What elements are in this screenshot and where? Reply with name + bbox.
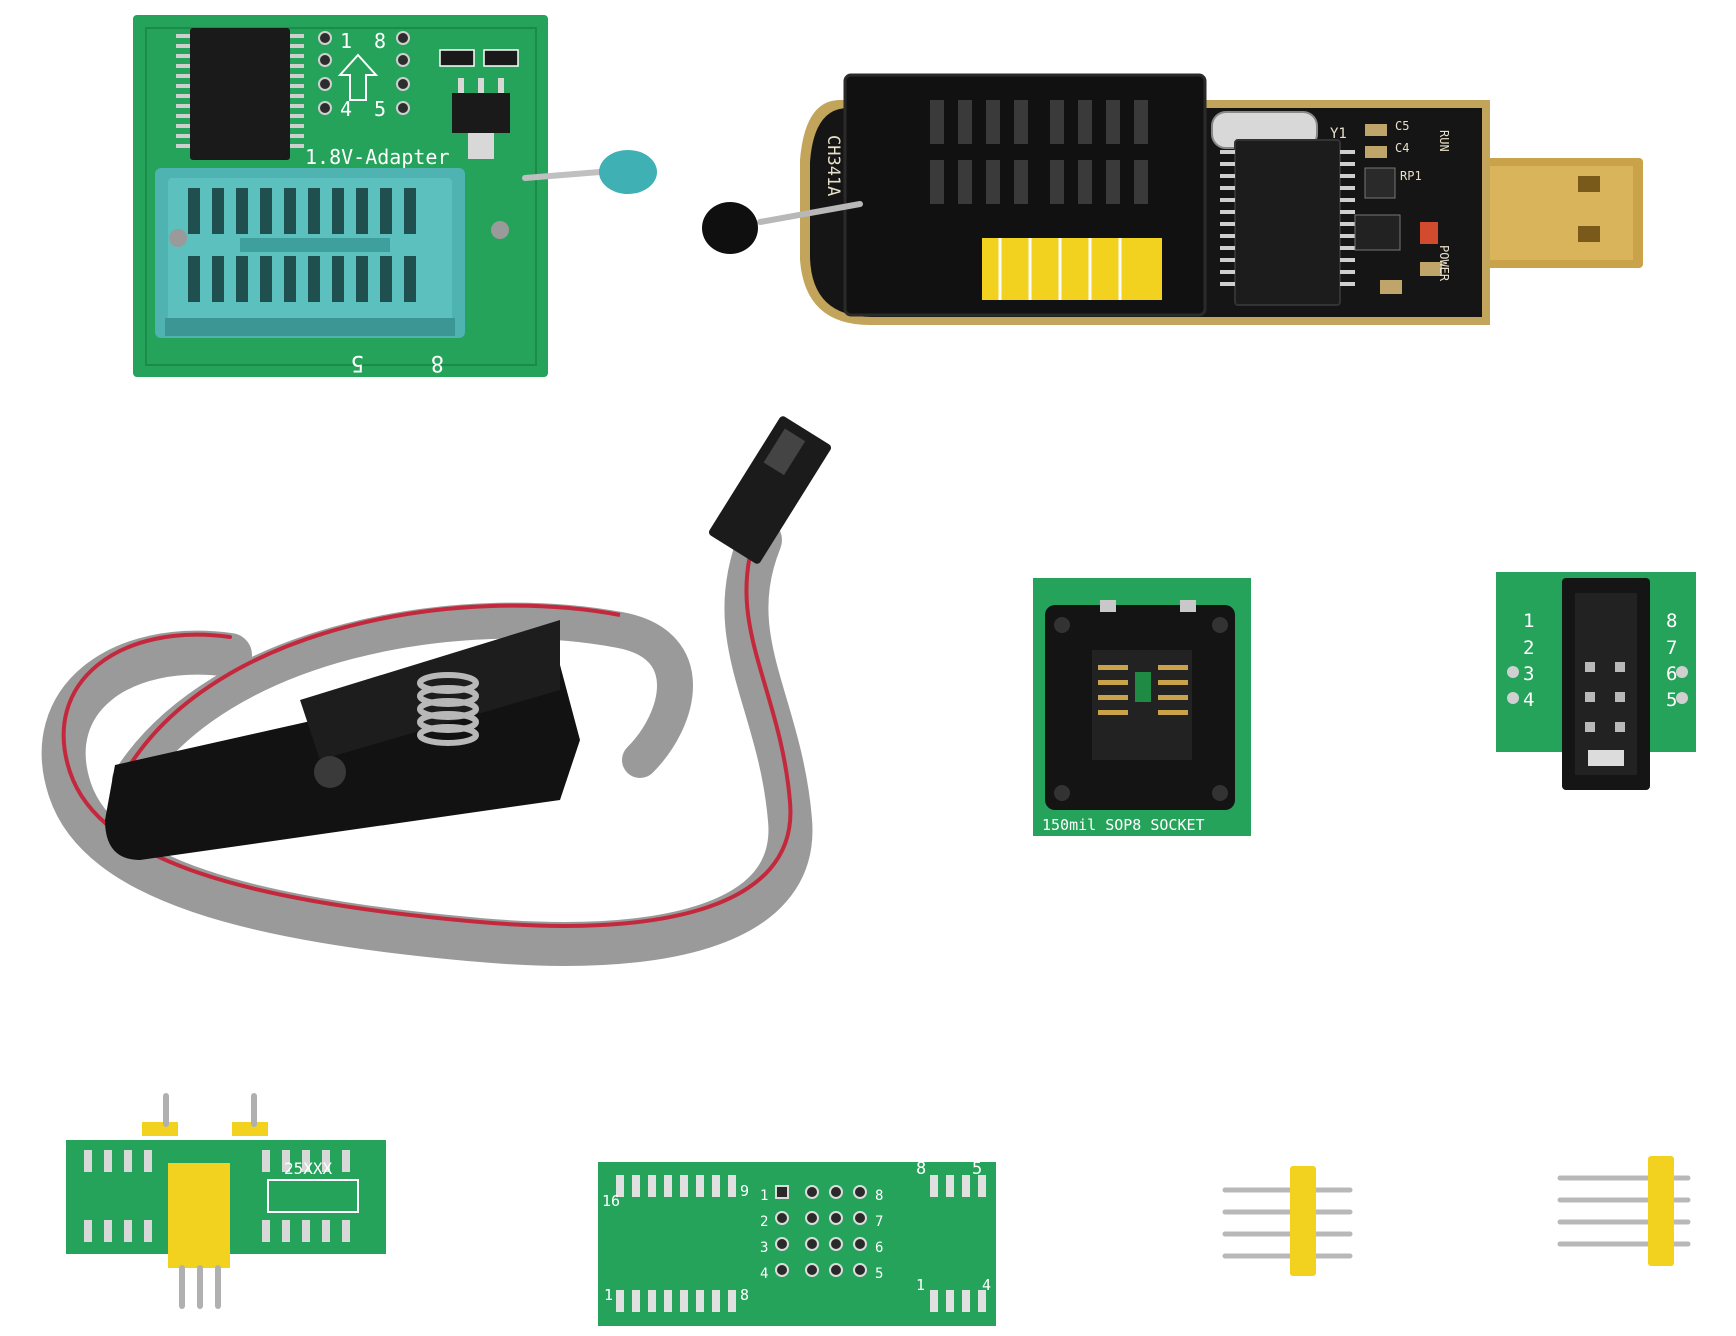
part-label-c5: C5 <box>1395 119 1409 133</box>
sop16-label-5-top: 5 <box>972 1159 982 1179</box>
part-label-rp1: RP1 <box>1400 169 1422 183</box>
sop16-pin-label-5: 5 <box>875 1266 883 1282</box>
adapter-pin-5-label: 5 <box>374 97 386 121</box>
pin-header-right <box>1557 1156 1691 1266</box>
pin-header-left <box>1222 1166 1353 1276</box>
led-label-power: POWER <box>1437 245 1451 282</box>
idc-pin-8-label: 8 <box>1666 610 1677 632</box>
adapter-1v8-board: 1 8 4 5 1.8V-Adapter <box>133 15 657 377</box>
sop16-pin-label-4: 4 <box>760 1266 768 1282</box>
adapter-pin-8-label: 8 <box>374 29 386 53</box>
idc-pin-4-label: 4 <box>1523 689 1534 711</box>
dip8-25xxx-adapter: 25XXX <box>66 1093 386 1309</box>
sop16-pin-label-2: 2 <box>760 1214 768 1230</box>
idc-pin-5-label: 5 <box>1666 689 1677 711</box>
sop16-label-8-top: 8 <box>916 1159 926 1179</box>
sop16-label-16: 16 <box>602 1192 620 1210</box>
sop8-socket-caption: 150mil SOP8 SOCKET <box>1042 816 1205 834</box>
sop16-label-8-bottom: 8 <box>740 1286 749 1304</box>
ch341a-programmer: CH341A Y1 C5 C4 RP1 RUN POWER <box>702 73 1643 325</box>
idc-header-adapter: 1 8 2 7 3 6 4 5 <box>1496 572 1696 790</box>
sop16-pin-label-3: 3 <box>760 1240 768 1256</box>
sop16-pin-label-6: 6 <box>875 1240 883 1256</box>
adapter-bottom-label-5: 5 <box>351 350 364 375</box>
idc-pin-3-label: 3 <box>1523 663 1534 685</box>
soic8-test-clip-cable <box>41 416 832 966</box>
idc-pin-6-label: 6 <box>1666 663 1677 685</box>
up-arrow-icon <box>337 53 379 101</box>
sop16-label-1: 1 <box>604 1286 613 1304</box>
sop16-adapter-board: 16 9 8 5 1 8 1 4 1 2 3 4 8 7 6 5 <box>598 1159 996 1326</box>
adapter-1v8-label: 1.8V-Adapter <box>305 145 450 169</box>
sop16-label-9: 9 <box>740 1182 749 1200</box>
adapter-bottom-label-8: 8 <box>431 350 444 375</box>
adapter-pin-4-label: 4 <box>340 97 352 121</box>
sop16-pin-label-1: 1 <box>760 1188 768 1204</box>
zif-socket <box>155 168 509 338</box>
led-label-run: RUN <box>1437 130 1451 152</box>
sop16-label-4-right: 4 <box>982 1276 991 1294</box>
idc-pin-1-label: 1 <box>1523 610 1534 632</box>
part-label-c4: C4 <box>1395 141 1409 155</box>
idc-pin-2-label: 2 <box>1523 637 1534 659</box>
sop16-pin-label-8: 8 <box>875 1188 883 1204</box>
crystal-label: Y1 <box>1330 126 1347 142</box>
adapter-pin-1-label: 1 <box>340 29 352 53</box>
ch341a-chip-label: CH341A <box>823 135 843 196</box>
dip-adapter-25xxx-label: 25XXX <box>284 1159 333 1178</box>
sop8-socket-adapter: 150mil SOP8 SOCKET <box>1033 578 1251 836</box>
idc-pin-7-label: 7 <box>1666 637 1677 659</box>
sop16-pin-label-7: 7 <box>875 1214 883 1230</box>
sop16-label-1-right: 1 <box>916 1276 925 1294</box>
zif-lever <box>522 169 603 181</box>
